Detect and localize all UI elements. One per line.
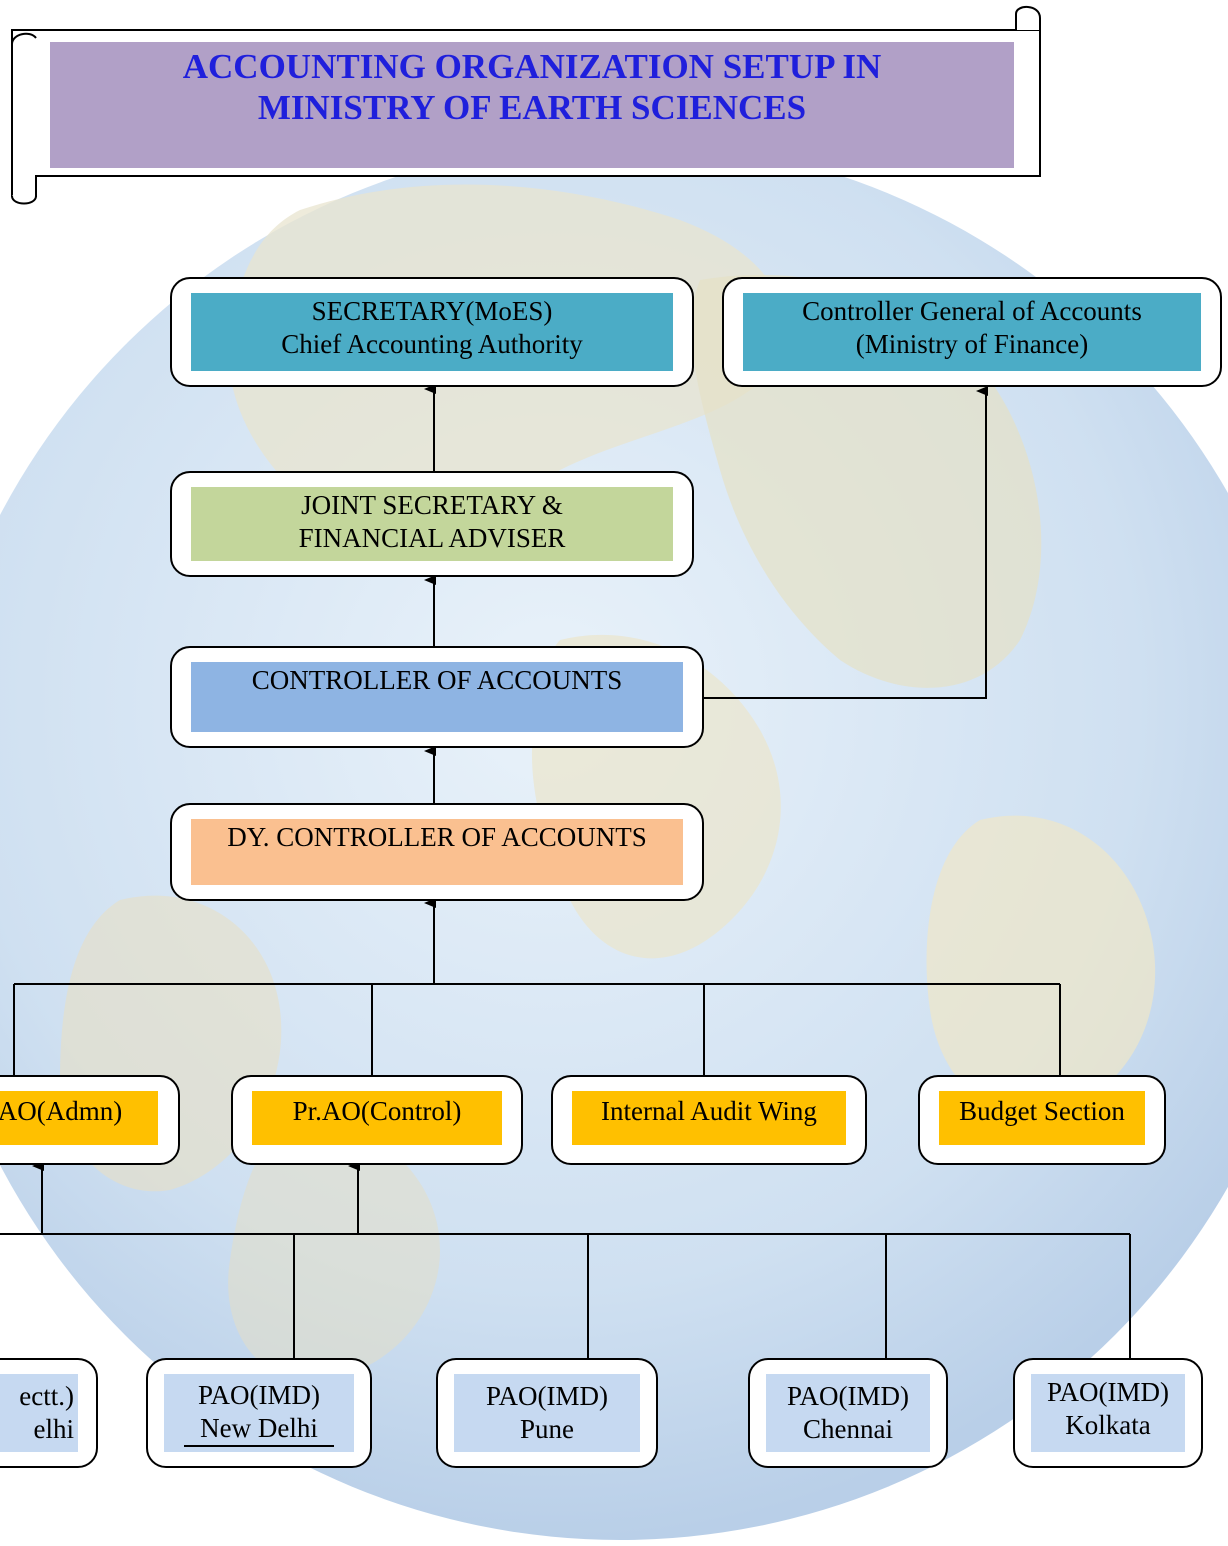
scroll-curl-bottom-left xyxy=(11,176,37,205)
node-internal-audit-fill: Internal Audit Wing xyxy=(572,1091,846,1145)
node-secretary-line1: SECRETARY(MoES) xyxy=(311,296,553,326)
node-pao-pune-line2: Pune xyxy=(520,1414,574,1444)
node-pao-pune-fill: PAO(IMD) Pune xyxy=(454,1374,640,1452)
node-pao-new-delhi-line1: PAO(IMD) xyxy=(197,1380,320,1410)
node-pao-sectt-line2: elhi xyxy=(33,1414,75,1444)
node-controller-of-accounts-label: CONTROLLER OF ACCOUNTS xyxy=(251,665,623,695)
node-pao-kolkata-line1: PAO(IMD) xyxy=(1046,1377,1169,1407)
node-secretary: SECRETARY(MoES) Chief Accounting Authori… xyxy=(170,277,694,387)
node-joint-secretary-line1: JOINT SECRETARY & xyxy=(301,490,563,520)
node-dy-controller-label: DY. CONTROLLER OF ACCOUNTS xyxy=(227,822,647,852)
node-internal-audit: Internal Audit Wing xyxy=(551,1075,867,1165)
node-joint-secretary: JOINT SECRETARY & FINANCIAL ADVISER xyxy=(170,471,694,577)
node-controller-general: Controller General of Accounts (Ministry… xyxy=(722,277,1222,387)
node-joint-secretary-fill: JOINT SECRETARY & FINANCIAL ADVISER xyxy=(191,487,673,561)
scroll-curl-top-left xyxy=(11,32,37,45)
node-pao-pune: PAO(IMD) Pune xyxy=(436,1358,658,1468)
node-ao-admn-fill: AO(Admn) xyxy=(0,1091,158,1145)
node-internal-audit-label: Internal Audit Wing xyxy=(601,1096,817,1126)
node-pao-sectt-fill: ectt.) elhi xyxy=(0,1374,78,1452)
node-controller-of-accounts: CONTROLLER OF ACCOUNTS xyxy=(170,646,704,748)
node-budget-section: Budget Section xyxy=(918,1075,1166,1165)
node-pao-chennai-fill: PAO(IMD) Chennai xyxy=(766,1374,930,1452)
node-secretary-fill: SECRETARY(MoES) Chief Accounting Authori… xyxy=(191,293,673,371)
node-pao-kolkata-line2: Kolkata xyxy=(1065,1410,1151,1440)
node-pao-sectt-line1: ectt.) xyxy=(19,1381,74,1411)
node-pao-chennai: PAO(IMD) Chennai xyxy=(748,1358,948,1468)
node-ao-admn-label: AO(Admn) xyxy=(0,1096,123,1126)
scroll-curl-top-right xyxy=(1015,6,1041,30)
node-dy-controller: DY. CONTROLLER OF ACCOUNTS xyxy=(170,803,704,901)
node-controller-of-accounts-fill: CONTROLLER OF ACCOUNTS xyxy=(191,662,683,732)
node-pao-kolkata-fill: PAO(IMD) Kolkata xyxy=(1031,1374,1185,1452)
globe-landmass xyxy=(926,815,1156,1115)
node-controller-general-line1: Controller General of Accounts xyxy=(802,296,1142,326)
link-ca-to-cga xyxy=(704,386,988,699)
node-pao-new-delhi: PAO(IMD) New Delhi xyxy=(146,1358,372,1468)
node-secretary-line2: Chief Accounting Authority xyxy=(281,329,583,359)
node-pao-pune-line1: PAO(IMD) xyxy=(485,1381,608,1411)
globe-landmass xyxy=(228,1120,440,1380)
node-controller-general-fill: Controller General of Accounts (Ministry… xyxy=(743,293,1201,371)
title-panel: ACCOUNTING ORGANIZATION SETUP IN MINISTR… xyxy=(50,42,1014,168)
node-pao-sectt: ectt.) elhi xyxy=(0,1358,98,1468)
node-ao-admn: AO(Admn) xyxy=(0,1075,180,1165)
node-controller-general-line2: (Ministry of Finance) xyxy=(855,329,1089,359)
node-budget-section-fill: Budget Section xyxy=(939,1091,1145,1145)
node-pao-new-delhi-fill: PAO(IMD) New Delhi xyxy=(164,1374,354,1452)
node-pao-new-delhi-line2: New Delhi xyxy=(184,1412,334,1447)
node-pao-kolkata: PAO(IMD) Kolkata xyxy=(1013,1358,1203,1468)
node-pr-ao-control: Pr.AO(Control) xyxy=(231,1075,523,1165)
node-joint-secretary-line2: FINANCIAL ADVISER xyxy=(298,523,566,553)
node-dy-controller-fill: DY. CONTROLLER OF ACCOUNTS xyxy=(191,819,683,885)
node-budget-section-label: Budget Section xyxy=(959,1096,1125,1126)
node-pr-ao-control-label: Pr.AO(Control) xyxy=(292,1096,462,1126)
node-pr-ao-control-fill: Pr.AO(Control) xyxy=(252,1091,502,1145)
node-pao-chennai-line2: Chennai xyxy=(803,1414,893,1444)
title-line-1: ACCOUNTING ORGANIZATION SETUP IN xyxy=(182,47,882,86)
node-pao-chennai-line1: PAO(IMD) xyxy=(786,1381,909,1411)
title-line-2: MINISTRY OF EARTH SCIENCES xyxy=(257,88,807,127)
